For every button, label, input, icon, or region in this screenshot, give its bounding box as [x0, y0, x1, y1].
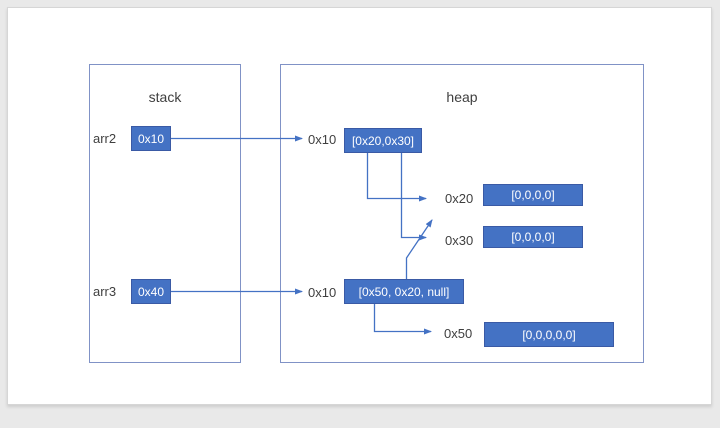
stack-var-label: arr2	[93, 131, 117, 146]
heap-box: heap	[280, 64, 644, 363]
heap-cell: [0,0,0,0]	[483, 226, 583, 248]
heap-address-label: 0x20	[445, 191, 474, 206]
arrow-block2-to-0x50	[373, 304, 432, 335]
stack-title: stack	[148, 89, 182, 105]
stack-box: stack	[89, 64, 241, 363]
heap-address-label: 0x30	[445, 233, 474, 248]
diagram-canvas: stack heap arr2 0x10 arr3 0x40 0x10 [0x2…	[7, 7, 712, 405]
arrow-block1-to-0x20	[366, 153, 427, 202]
heap-cell: [0x20,0x30]	[344, 128, 422, 153]
stack-cell: 0x10	[131, 126, 171, 151]
heap-address-label: 0x50	[444, 326, 473, 341]
heap-cell: [0,0,0,0,0]	[484, 322, 614, 347]
arrow-block2-to-0x20	[405, 219, 433, 279]
arrow-block1-to-0x30	[400, 153, 427, 241]
stack-cell: 0x40	[131, 279, 171, 304]
heap-cell: [0,0,0,0]	[483, 184, 583, 206]
heap-address-label: 0x10	[308, 132, 337, 147]
stack-var-label: arr3	[93, 284, 117, 299]
heap-cell: [0x50, 0x20, null]	[344, 279, 464, 304]
pointer-arrows	[171, 135, 433, 335]
heap-title: heap	[446, 89, 478, 105]
heap-address-label: 0x10	[308, 285, 337, 300]
